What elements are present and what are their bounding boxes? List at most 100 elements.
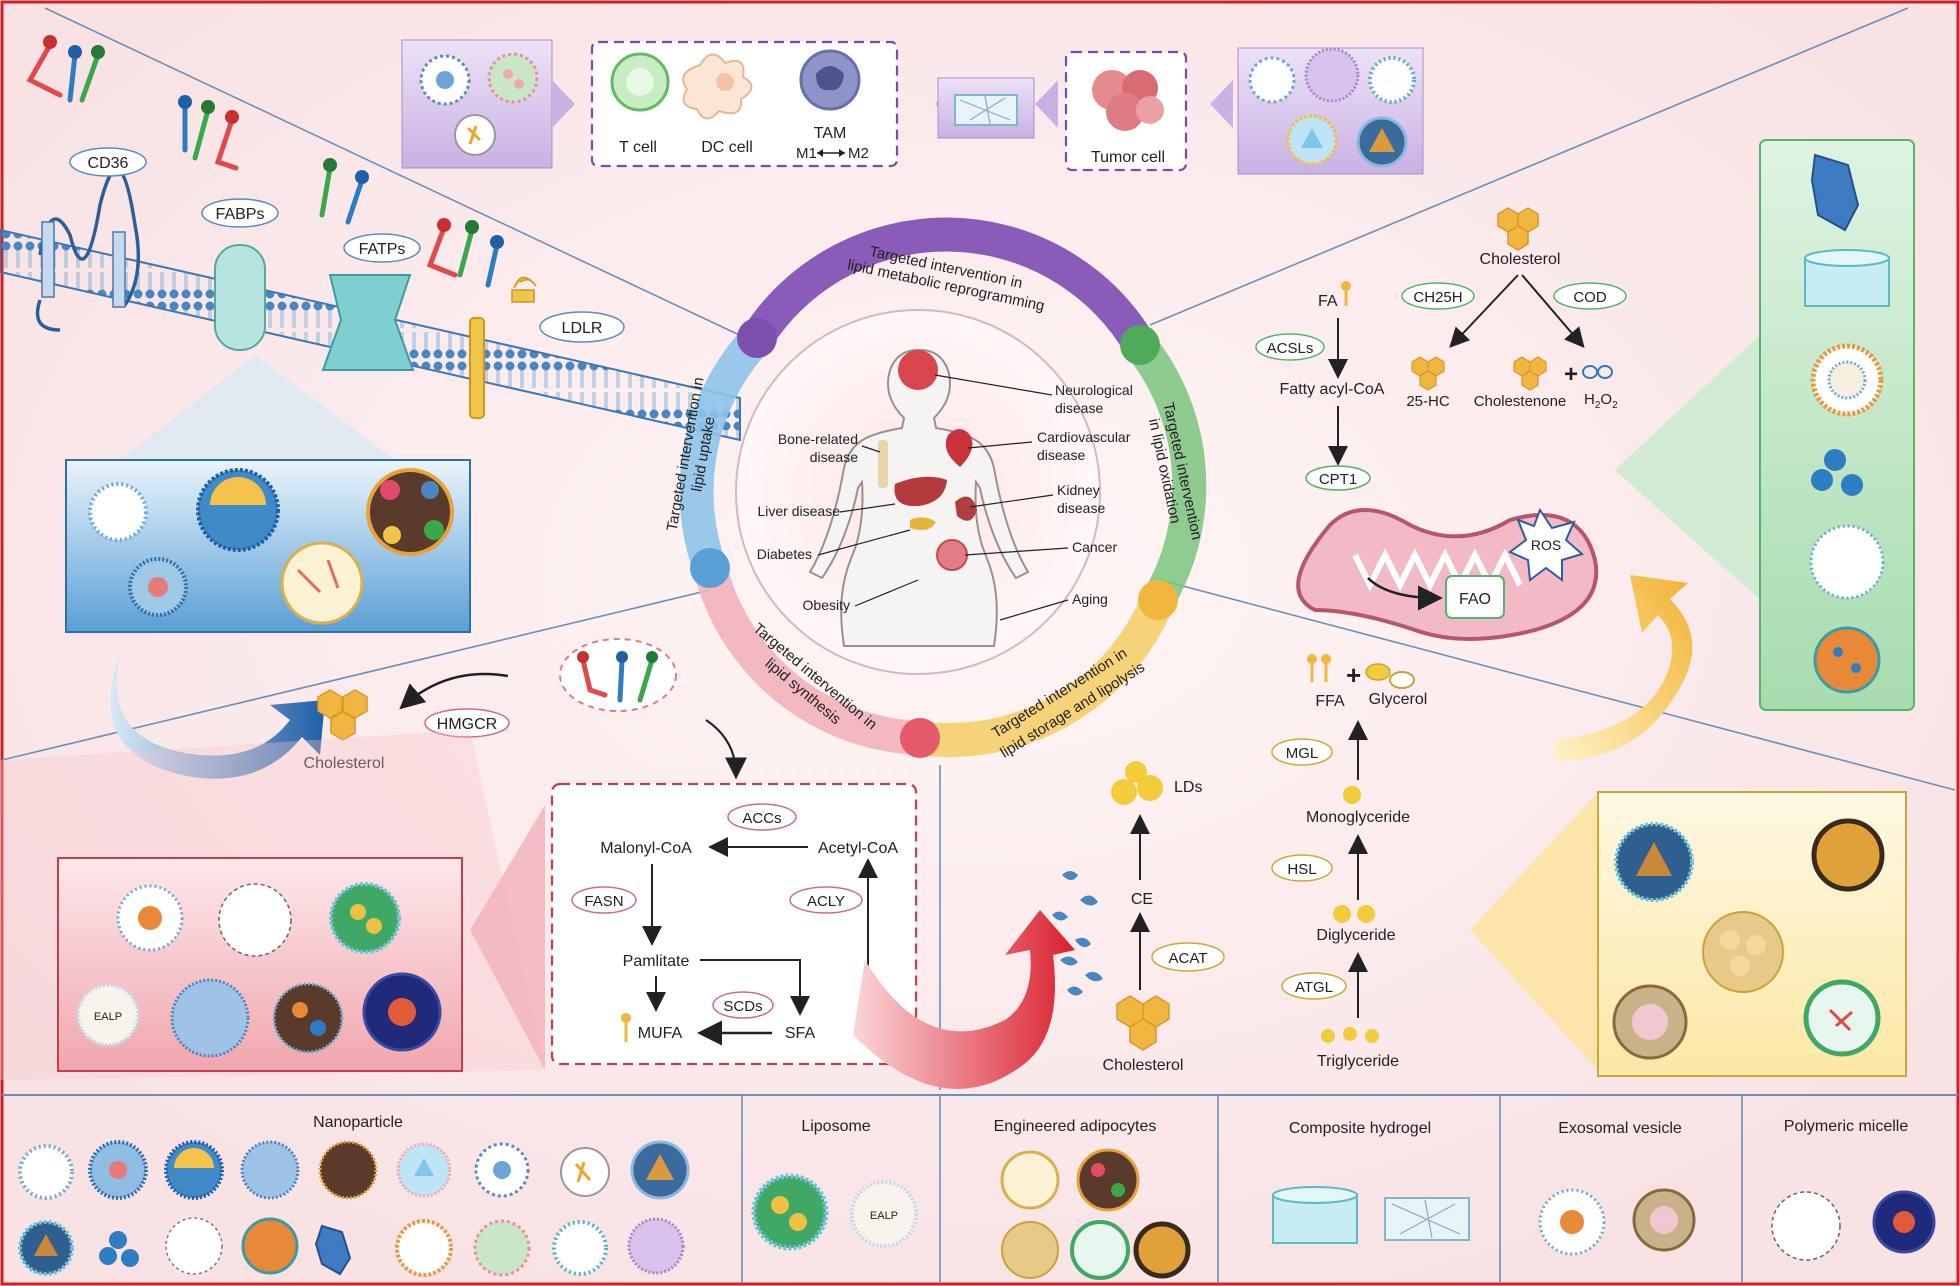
acsls-oval (1255, 333, 1325, 361)
arc-lipid-reprogramming (742, 217, 1155, 354)
kidney-icon (955, 496, 977, 521)
polymeric-micelle-icon (218, 883, 292, 957)
m2-label: M2 (848, 145, 869, 162)
adipocyte-icon (1076, 1148, 1140, 1212)
adipocyte-icon (1811, 818, 1885, 892)
hsl-oval (1271, 854, 1333, 882)
ros-label: ROS (1531, 537, 1561, 553)
ldlr-protein (469, 317, 485, 419)
hmgcr-arrow (399, 672, 509, 710)
brain-icon (898, 350, 938, 390)
dc-cell-label: DC cell (701, 139, 753, 156)
cholesterol-icon (317, 689, 368, 741)
synthesis-entry-arrow (705, 719, 747, 780)
atgl-oval (1281, 972, 1347, 1000)
arrow-head (552, 80, 575, 128)
lipid-fragments (1052, 871, 1103, 996)
lipolysis-plus-sign: + (1346, 660, 1361, 690)
ealp-liposome-icon (76, 983, 140, 1047)
nanoparticle-icon (1813, 626, 1881, 694)
m1-label: M1 (796, 145, 817, 162)
arc-node-red (900, 718, 940, 758)
ce-label: CE (1131, 891, 1153, 908)
strip-title-composite-hydrogel: Composite hydrogel (1289, 1120, 1431, 1137)
ox-cholesterol-label: Cholesterol (1480, 251, 1561, 268)
diglyceride-icon (1333, 905, 1351, 923)
triglyceride-label: Triglyceride (1317, 1053, 1399, 1070)
crystal-nanoparticle-icon (314, 1224, 352, 1276)
acly-oval (789, 886, 863, 914)
disease-cardiovascular-2: disease (1037, 447, 1085, 463)
oxidation-panel: Cholesterol CH25H COD 25-HC Cholestenone… (1255, 139, 1915, 761)
red-curved-arrow (853, 910, 1075, 1089)
h2o2-icon (1582, 365, 1613, 379)
nanosphere-icon (1824, 449, 1846, 471)
adipocyte-icon (1133, 1221, 1191, 1279)
cholesterol-icon (1497, 207, 1539, 251)
cholestenone-icon (1513, 356, 1547, 391)
sfa-label: SFA (785, 1025, 816, 1042)
nanoparticle-icon (272, 982, 344, 1054)
fabps-label-oval (201, 198, 279, 228)
cd36-protein (35, 167, 141, 332)
mgl-label: MGL (1286, 745, 1319, 762)
nanoparticle-icon (552, 1220, 608, 1276)
pamlitate-to-sfa-arrow (700, 959, 810, 1016)
cd36-label: CD36 (88, 155, 129, 172)
nanoparticle-icon (627, 1217, 685, 1275)
disease-bone-2: disease (810, 449, 858, 465)
strip-dividers (741, 1095, 1743, 1282)
liver-icon (894, 476, 947, 507)
human-body-icon (808, 349, 1030, 647)
hmgcr-label-oval (424, 708, 510, 738)
fatty-acyl-coa-label: Fatty acyl-CoA (1280, 381, 1385, 398)
ffa-label: FFA (1315, 693, 1345, 710)
heart-icon (945, 429, 973, 467)
ldlr-label-oval (539, 311, 625, 343)
disease-obesity: Obesity (803, 597, 850, 613)
fatps-label-oval (343, 233, 421, 263)
hmgcr-label: HMGCR (437, 716, 497, 733)
disease-neurological-2: disease (1055, 400, 1103, 416)
fasn-oval (571, 886, 637, 914)
t-cell-label: T cell (619, 139, 657, 156)
ch25h-label: CH25H (1413, 289, 1462, 306)
top-panel: T cell DC cell TAM M1 M2 Tumor cell (401, 39, 1424, 175)
arrow-head (1035, 80, 1058, 128)
pamlitate-label: Pamlitate (623, 953, 690, 970)
lds-label: LDs (1174, 779, 1202, 796)
bottom-strip: Nanoparticle Liposome Engineered adipocy… (2, 1094, 1958, 1282)
arrow-head (1210, 80, 1233, 128)
disease-diabetes: Diabetes (757, 546, 812, 562)
nanoparticle-icon (18, 1144, 74, 1200)
fatps-label: FATPs (359, 241, 406, 258)
cod-label: COD (1573, 289, 1607, 306)
arc-node-yellow (1138, 580, 1178, 620)
nanoparticle-icon (88, 482, 148, 542)
nanoparticle-icon (329, 882, 401, 954)
disease-cancer: Cancer (1072, 539, 1117, 555)
cd36-label-oval (69, 147, 147, 177)
acetyl-coa-label: Acetyl-CoA (818, 840, 898, 857)
polymeric-micelle-icon (1771, 1191, 1841, 1261)
h2o2-label: H2O2 (1584, 391, 1618, 411)
uptake-panel: CD36 FABPs FATPs LDLR (0, 35, 741, 779)
25hc-label: 25-HC (1406, 393, 1450, 410)
nanoparticle-icon (170, 978, 250, 1058)
fabps-protein (214, 244, 266, 351)
malonyl-coa-label: Malonyl-CoA (600, 840, 692, 857)
pancreas-icon (910, 517, 936, 530)
monoglyceride-icon (1343, 786, 1361, 804)
cholesterol-label: Cholesterol (304, 755, 385, 772)
fao-label: FAO (1459, 591, 1491, 608)
fao-box (1445, 575, 1505, 619)
fao-arrow (1367, 577, 1443, 611)
cod-oval (1553, 282, 1627, 310)
nanoparticle-icon (241, 1217, 299, 1275)
liposome-icon (751, 1173, 829, 1251)
ch25h-arrow (1449, 274, 1519, 348)
acat-label: ACAT (1169, 950, 1208, 967)
diglyceride-label: Diglyceride (1316, 927, 1395, 944)
storage-panel: LDs CE ACAT Cholesterol + FFA Glycerol M… (1052, 654, 1907, 1077)
